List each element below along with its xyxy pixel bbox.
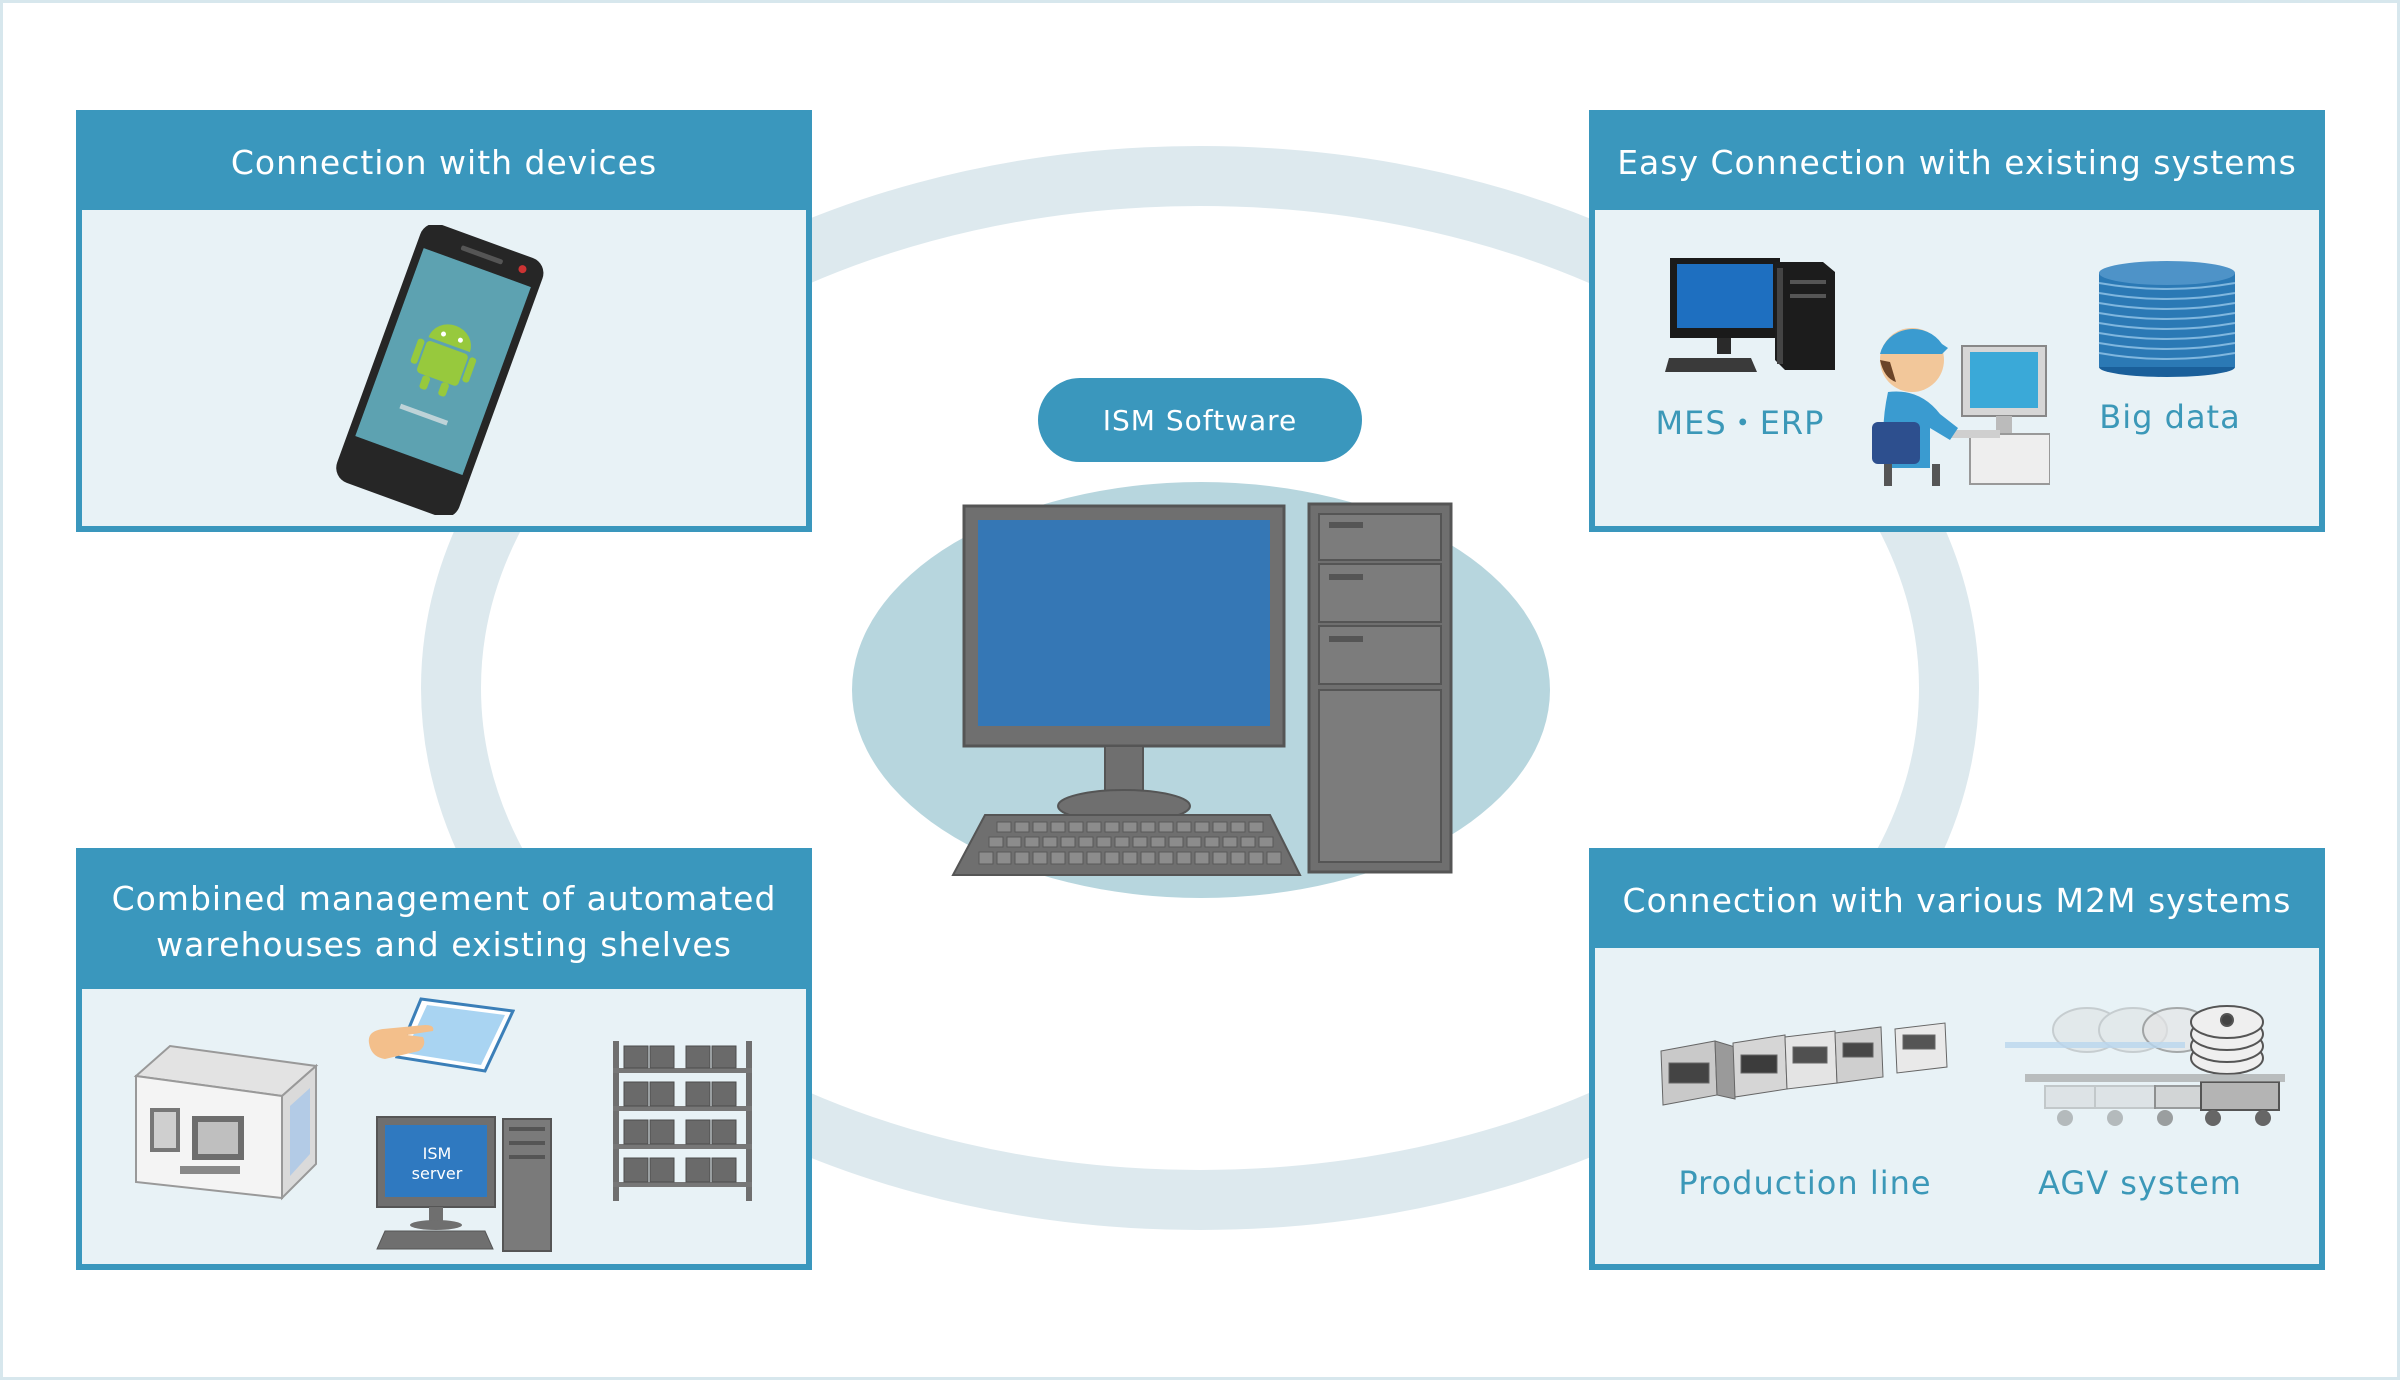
ism-server-computer-icon	[376, 1116, 552, 1252]
agv-system-label: AGV system	[2038, 1164, 2242, 1202]
operator-at-computer-icon	[1872, 328, 2050, 486]
ism-server-label-line2: server	[411, 1164, 463, 1183]
production-line-machines-icon	[1660, 1022, 1948, 1106]
ism-server-screen-label: ISM server	[387, 1144, 487, 1184]
panel-title-line2: warehouses and existing shelves	[156, 924, 732, 964]
database-stack-icon	[2098, 261, 2236, 377]
automated-warehouse-icon	[133, 1044, 319, 1201]
panel-title-line1: Combined management of automated	[111, 878, 777, 918]
panel-title: Connection with various M2M systems	[1595, 854, 2319, 948]
ism-server-label-line1: ISM	[422, 1144, 452, 1163]
panel-title: Easy Connection with existing systems	[1595, 116, 2319, 210]
panel-title-text: Easy Connection with existing systems	[1617, 143, 2297, 182]
ism-software-label: ISM Software	[1102, 403, 1298, 437]
hand-touch-tablet-icon	[368, 997, 515, 1073]
panel-title-text: Connection with various M2M systems	[1622, 881, 2292, 920]
production-line-label: Production line	[1678, 1164, 1932, 1202]
mes-erp-label: MES・ERP	[1655, 404, 1825, 442]
panel-title: Combined management of automated warehou…	[82, 854, 806, 989]
panel-title: Connection with devices	[82, 116, 806, 210]
android-smartphone-icon	[336, 225, 544, 515]
ism-software-pill: ISM Software	[1038, 378, 1362, 462]
big-data-label: Big data	[2099, 398, 2241, 436]
desktop-computer-icon	[951, 502, 1453, 876]
agv-carts-icon	[2005, 1005, 2285, 1126]
panel-title-text: Connection with devices	[230, 143, 658, 182]
desktop-pc-icon	[1665, 258, 1835, 372]
storage-shelves-icon	[613, 1041, 752, 1201]
